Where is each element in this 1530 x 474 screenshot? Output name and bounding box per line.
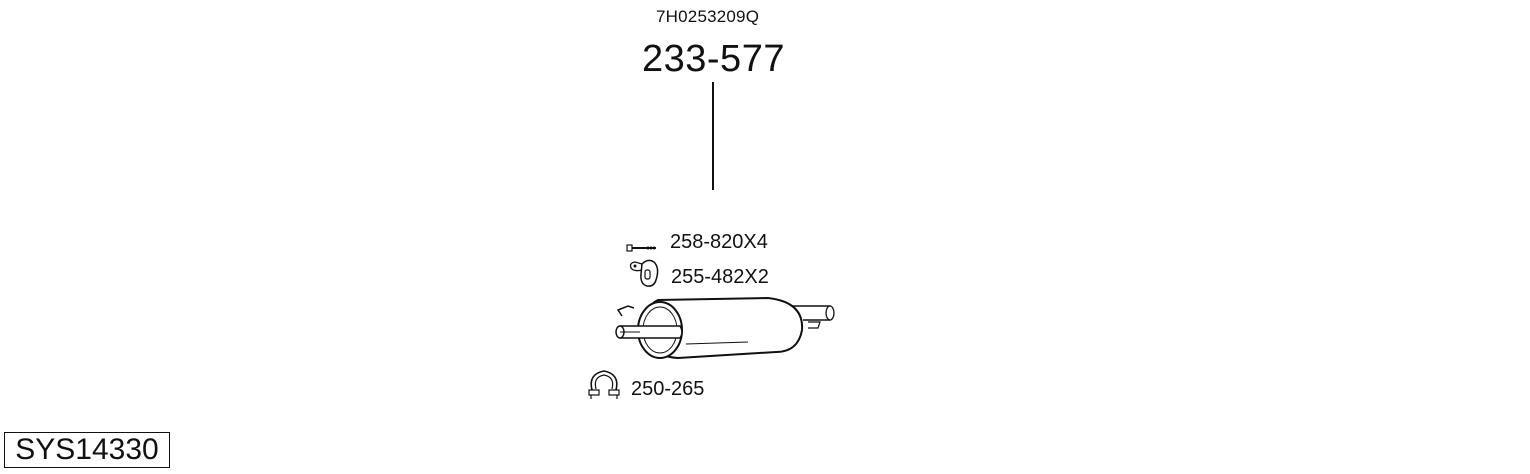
- pipe-clamp-icon: [588, 370, 620, 399]
- main-part-number[interactable]: 233-577: [642, 38, 785, 80]
- part-label-clamp[interactable]: 250-265: [631, 378, 705, 400]
- leader-line: [712, 82, 714, 190]
- part-label-hanger[interactable]: 255-482X2: [671, 266, 769, 288]
- bolt-icon: [626, 244, 656, 252]
- exhaust-muffler-icon[interactable]: [608, 294, 840, 364]
- oem-number: 7H0253209Q: [656, 7, 760, 26]
- rubber-hanger-icon: [629, 259, 659, 287]
- system-code-box: SYS14330: [4, 432, 170, 468]
- part-label-bolt[interactable]: 258-820X4: [670, 231, 768, 253]
